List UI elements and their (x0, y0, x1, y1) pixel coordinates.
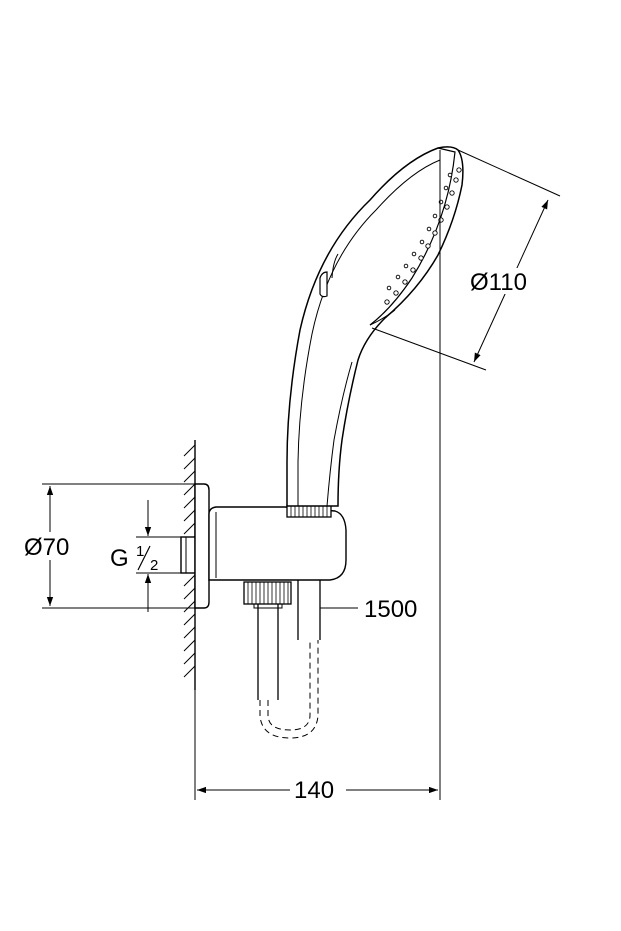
dimension-hose-length: 1500 (320, 596, 417, 623)
spray-nozzles (384, 167, 462, 305)
holder-body (208, 506, 347, 581)
projection-label: 140 (294, 777, 334, 804)
handle-nut (286, 504, 332, 518)
shower-hose (253, 580, 321, 739)
dimension-flange-diameter: Ø70 (20, 483, 200, 609)
thread-denominator-label: 2 (150, 557, 158, 574)
thread-connector (180, 536, 196, 574)
thread-prefix-label: G (110, 545, 129, 572)
head-diameter-label: Ø110 (470, 269, 527, 296)
thread-numerator-label: 1 (136, 543, 144, 560)
dimension-head-diameter: Ø110 (371, 149, 561, 371)
hose-length-label: 1500 (364, 596, 417, 623)
flange-diameter-label: Ø70 (24, 534, 69, 561)
hand-shower (286, 146, 464, 507)
hose-nut (243, 581, 292, 605)
dimension-thread: G 1 2 (110, 500, 182, 612)
dimension-projection: 140 (194, 150, 441, 804)
wall-flange (194, 483, 210, 609)
